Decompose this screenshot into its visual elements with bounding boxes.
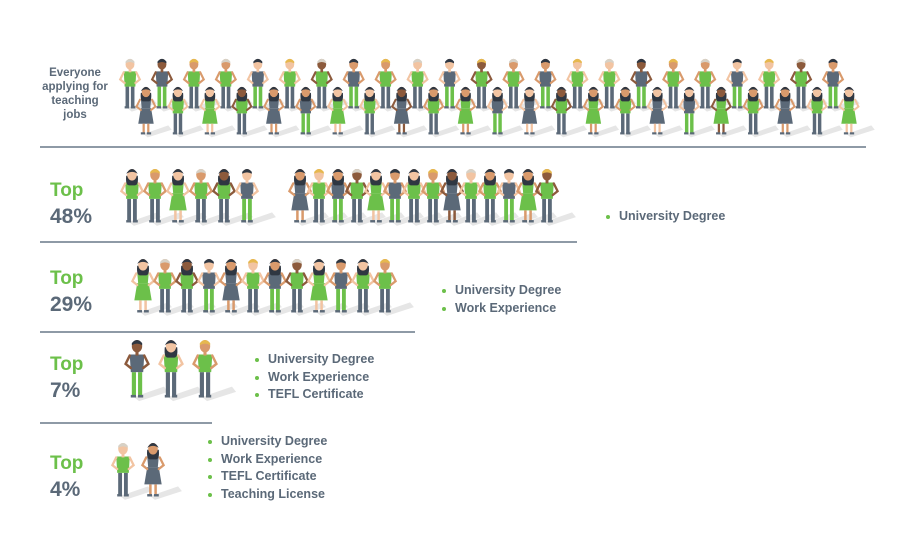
person-figure — [358, 86, 396, 138]
person-figure — [486, 86, 524, 138]
person-figure — [158, 340, 203, 402]
person-figure — [295, 86, 332, 138]
person-figure — [287, 168, 329, 226]
person-figure — [196, 258, 238, 316]
tier-top-text: Top — [50, 180, 84, 201]
requirement-item: University Degree — [208, 433, 327, 451]
requirement-item: University Degree — [442, 282, 561, 300]
person-figure — [454, 86, 492, 138]
tier-top-text: Top — [50, 354, 84, 375]
person-figure — [199, 86, 236, 138]
person-figure — [165, 168, 207, 226]
person-figure — [110, 442, 152, 500]
person-figure — [439, 168, 481, 226]
requirement-item: University Degree — [606, 208, 725, 226]
person-figure — [518, 86, 556, 138]
person-figure — [742, 86, 779, 138]
person-figure — [326, 86, 364, 138]
person-figure — [477, 168, 519, 226]
person-figure — [678, 86, 715, 138]
tier-percent: 4% — [50, 478, 81, 501]
requirement-item: University Degree — [255, 351, 374, 369]
requirement-item: Work Experience — [442, 300, 561, 318]
person-figure — [192, 340, 237, 402]
person-figure — [140, 442, 182, 500]
person-figure — [372, 258, 414, 316]
person-figure — [550, 86, 588, 138]
person-figure — [534, 168, 576, 226]
person-figure — [284, 258, 326, 316]
person-figure — [774, 86, 811, 138]
person-figure — [838, 86, 875, 138]
tier-top-text: Top — [50, 268, 84, 289]
divider-line — [40, 146, 866, 148]
person-figure — [135, 86, 172, 138]
person-figure — [231, 86, 268, 138]
tier-percent: 48% — [50, 205, 93, 228]
person-figure — [390, 86, 428, 138]
person-figure — [344, 168, 386, 226]
tier-29-label: Top 29% — [50, 266, 92, 318]
tier-4-requirements: University Degree Work Experience TEFL C… — [208, 433, 327, 503]
requirement-item: Work Experience — [208, 451, 327, 469]
person-figure — [806, 86, 843, 138]
person-figure — [118, 58, 157, 112]
person-figure — [188, 168, 230, 226]
person-figure — [263, 86, 300, 138]
person-figure — [167, 86, 204, 138]
tier-7-label: Top 7% — [50, 352, 83, 404]
person-figure — [124, 340, 169, 402]
person-figure — [234, 168, 276, 226]
tier-percent: 29% — [50, 293, 93, 316]
intro-label: Everyone applying for teaching jobs — [42, 67, 108, 121]
tier-percent: 7% — [50, 379, 81, 402]
tier-7-requirements: University Degree Work Experience TEFL C… — [255, 351, 374, 404]
person-figure — [614, 86, 652, 138]
requirement-item: TEFL Certificate — [208, 468, 327, 486]
person-figure — [350, 258, 392, 316]
requirement-item: Teaching License — [208, 486, 327, 504]
requirement-item: TEFL Certificate — [255, 386, 374, 404]
person-figure — [422, 86, 460, 138]
person-figure — [710, 86, 747, 138]
person-figure — [646, 86, 683, 138]
requirement-item: Work Experience — [255, 369, 374, 387]
person-figure — [458, 168, 500, 226]
person-figure — [582, 86, 620, 138]
tier-4-label: Top 4% — [50, 451, 83, 503]
tier-29-requirements: University Degree Work Experience — [442, 282, 561, 317]
tier-top-text: Top — [50, 453, 84, 474]
divider-line — [40, 422, 212, 424]
person-figure — [142, 168, 184, 226]
tier-48-label: Top 48% — [50, 178, 92, 230]
divider-line — [40, 241, 577, 243]
divider-line — [40, 331, 415, 333]
tier-48-requirements: University Degree — [606, 208, 725, 226]
